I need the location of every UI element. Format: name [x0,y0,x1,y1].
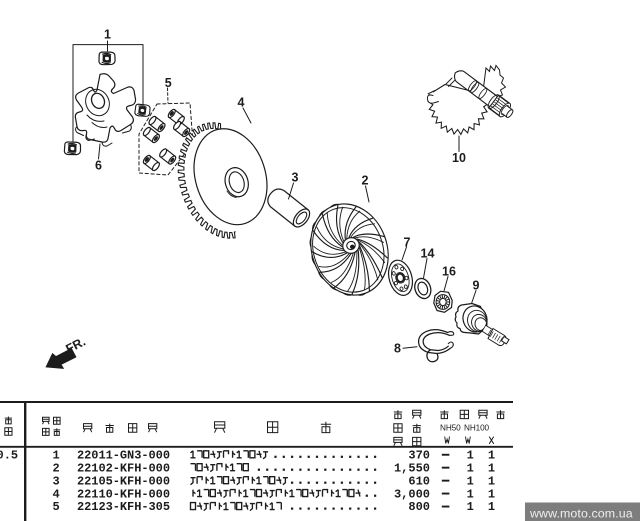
svg-text:370: 370 [408,448,430,462]
svg-text:22105-KFH-000: 22105-KFH-000 [77,474,170,488]
svg-text:7: 7 [404,235,411,249]
svg-text:0.5: 0.5 [0,449,18,463]
svg-text:1: 1 [488,461,495,475]
svg-text:2: 2 [362,174,369,188]
svg-text:8: 8 [394,341,401,355]
svg-text:2: 2 [53,461,60,475]
svg-text:22011-GN3-000: 22011-GN3-000 [77,448,170,462]
svg-text:10: 10 [452,151,466,165]
svg-text:NH100: NH100 [464,424,490,433]
svg-text:1: 1 [467,487,474,501]
svg-text:9: 9 [473,279,480,293]
svg-text:1: 1 [467,500,474,514]
svg-text:14: 14 [421,247,435,261]
svg-text:1: 1 [104,28,111,42]
svg-text:1: 1 [467,461,474,475]
svg-text:22102-KFH-000: 22102-KFH-000 [77,461,170,475]
svg-text:16: 16 [442,265,456,279]
svg-text:1: 1 [488,487,495,501]
svg-text:1: 1 [53,448,60,462]
svg-text:1: 1 [488,500,495,514]
svg-text:610: 610 [408,474,430,488]
svg-text:1: 1 [488,448,495,462]
svg-text:4: 4 [238,96,245,110]
svg-text:3: 3 [53,474,60,488]
svg-text:1: 1 [467,474,474,488]
svg-text:5: 5 [165,76,172,90]
svg-text:1: 1 [467,448,474,462]
svg-text:3,000: 3,000 [394,487,430,501]
svg-text:6: 6 [95,159,102,173]
svg-text:22110-KFH-000: 22110-KFH-000 [77,487,170,501]
svg-text:5: 5 [53,500,60,514]
svg-text:www.moto.com.ua: www.moto.com.ua [529,506,633,520]
svg-text:1: 1 [488,474,495,488]
svg-text:22123-KFH-305: 22123-KFH-305 [77,500,170,514]
svg-text:3: 3 [292,171,299,185]
svg-text:4: 4 [53,487,60,501]
svg-text:800: 800 [408,500,430,514]
svg-text:1,550: 1,550 [394,461,430,475]
svg-text:NH50: NH50 [440,424,461,433]
